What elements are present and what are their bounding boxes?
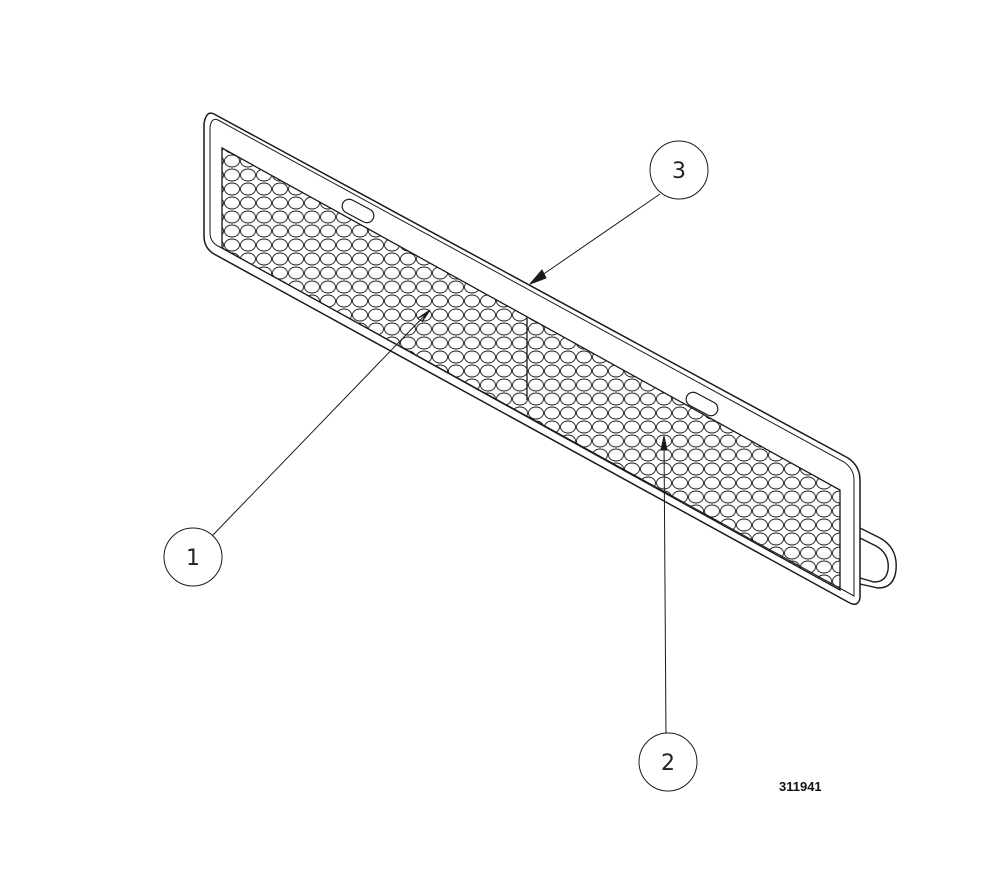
frame-slots — [341, 198, 719, 417]
callout-3-label: 3 — [672, 159, 686, 184]
grille-frame — [203, 112, 861, 605]
callout-3: 3 — [649, 140, 709, 200]
callout-1-label: 1 — [186, 546, 200, 571]
callout-2-label: 2 — [661, 751, 675, 776]
mounting-bracket — [859, 527, 897, 589]
callout-1: 1 — [163, 527, 223, 587]
leader-lines — [211, 193, 668, 738]
figure-number: 311941 — [779, 779, 822, 794]
callout-2: 2 — [638, 732, 698, 792]
mesh-screen — [221, 146, 841, 592]
